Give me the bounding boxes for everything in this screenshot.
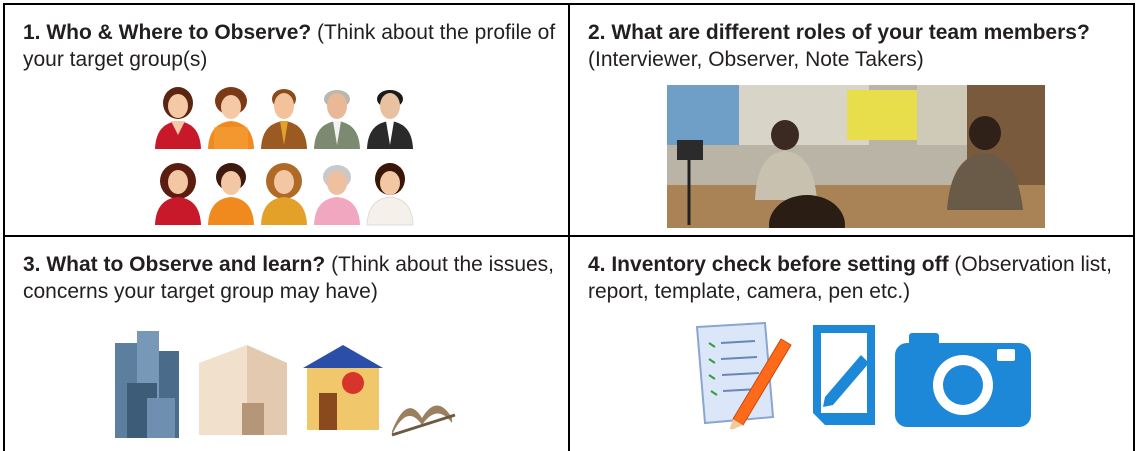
cell-inventory-check-desc: (Observation list, report, template, cam… <box>588 253 1112 303</box>
cell-what-observe: 3. What to Observe and learn? (Think abo… <box>5 237 568 451</box>
cell-who-where-title: 1. Who & Where to Observe? <box>23 21 312 44</box>
cell-team-roles-desc: (Interviewer, Observer, Note Takers) <box>588 48 924 71</box>
avatar-10 <box>366 163 414 226</box>
avatar-7 <box>208 163 254 225</box>
buildings-illustration <box>115 331 456 438</box>
cell-inventory-check-text: 4. Inventory check before setting off (O… <box>588 251 1123 305</box>
bridge-icon <box>391 405 456 437</box>
avatar-1 <box>155 87 201 149</box>
avatar-2 <box>208 87 254 149</box>
cell-who-where-text: 1. Who & Where to Observe? (Think about … <box>23 19 563 73</box>
skyscrapers-icon <box>115 331 179 438</box>
avatar-9 <box>314 165 360 225</box>
interview-photo <box>667 85 1045 228</box>
inventory-icons <box>695 321 1031 429</box>
people-avatars-illustration <box>155 87 414 226</box>
cell-team-roles: 2. What are different roles of your team… <box>570 5 1133 235</box>
cell-who-where-desc: (Think about the profile of your target … <box>23 21 556 71</box>
avatar-8 <box>261 163 307 225</box>
cell-what-observe-title: 3. What to Observe and learn? <box>23 253 326 276</box>
cell-who-where: 1. Who & Where to Observe? (Think about … <box>5 5 568 235</box>
checklist-pencil-icon <box>695 321 792 429</box>
edit-note-icon <box>813 325 875 425</box>
table-border-top <box>3 3 1135 5</box>
table-border-left <box>3 3 5 451</box>
table-border-row <box>3 235 1135 237</box>
cell-what-observe-desc: (Think about the issues, concerns your t… <box>23 253 555 303</box>
table-border-middle <box>568 3 570 451</box>
cell-inventory-check: 4. Inventory check before setting off (O… <box>570 237 1133 451</box>
house-icon <box>303 345 383 430</box>
avatar-6 <box>155 163 201 225</box>
camera-icon <box>895 333 1031 427</box>
cell-team-roles-text: 2. What are different roles of your team… <box>588 19 1123 73</box>
cell-what-observe-text: 3. What to Observe and learn? (Think abo… <box>23 251 563 305</box>
avatar-5 <box>367 90 413 149</box>
avatar-4 <box>314 90 360 149</box>
avatar-3 <box>261 89 307 149</box>
office-building-icon <box>199 345 287 435</box>
cell-team-roles-title: 2. What are different roles of your team… <box>588 21 1090 44</box>
table-border-right <box>1133 3 1135 451</box>
cell-inventory-check-title: 4. Inventory check before setting off <box>588 253 949 276</box>
